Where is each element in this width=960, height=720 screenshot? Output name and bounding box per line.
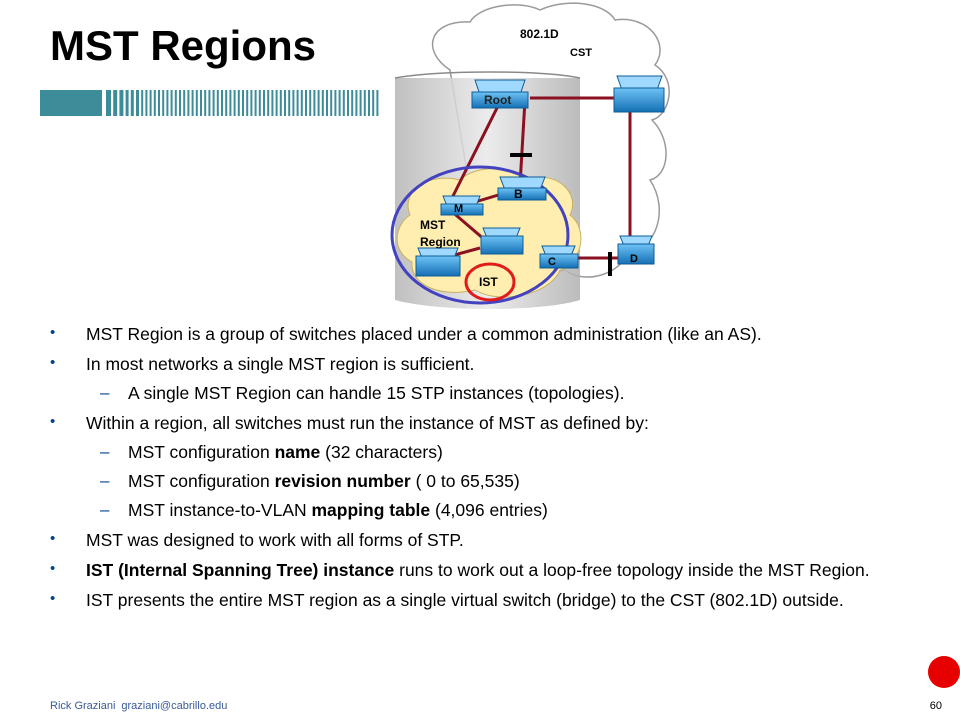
bullet-text: MST configuration: [128, 442, 275, 462]
label-cst: CST: [570, 47, 592, 59]
bullet-dash-icon: –: [100, 471, 110, 490]
mst-region-ring: [390, 165, 570, 305]
bullet-text: IST presents the entire MST region as a …: [86, 590, 844, 610]
switch-c-icon: [539, 245, 579, 269]
bullet-dot-icon: •: [50, 590, 56, 607]
label-m: M: [454, 203, 463, 215]
bullet-dot-icon: •: [50, 413, 56, 430]
bullet-text: MST Region is a group of switches placed…: [86, 324, 762, 344]
bullet-item: • MST Region is a group of switches place…: [48, 323, 928, 345]
bullet-item: –MST configuration name (32 characters): [48, 441, 928, 463]
bullet-text: (4,096 entries): [430, 500, 548, 520]
label-ist: IST: [479, 275, 498, 289]
switch-b-icon: [497, 176, 547, 201]
switch-center-icon: [480, 227, 524, 255]
bullet-text-bold: revision number: [274, 471, 411, 491]
bullet-item: –MST instance-to-VLAN mapping table (4,0…: [48, 499, 928, 521]
bullet-dot-icon: •: [50, 324, 56, 341]
bullet-dash-icon: –: [100, 442, 110, 461]
bullet-text-bold: IST (Internal Spanning Tree) instance: [86, 560, 395, 580]
bullet-item: • IST (Internal Spanning Tree) instance r…: [48, 559, 928, 581]
footer-credit: Rick Graziani graziani@cabrillo.edu: [50, 700, 227, 712]
bullet-text: runs to work out a loop-free topology in…: [394, 560, 870, 580]
bullet-text: Within a region, all switches must run t…: [86, 413, 649, 433]
footer-email: graziani@cabrillo.edu: [121, 700, 228, 712]
decorative-stripe-bar: [40, 90, 379, 116]
label-c: C: [548, 256, 556, 268]
bullet-text: ( 0 to 65,535): [410, 471, 520, 491]
switch-cst-icon: [613, 75, 665, 113]
bullet-text: MST was designed to work with all forms …: [86, 530, 464, 550]
bullet-text: MST configuration: [128, 471, 275, 491]
label-mst: MST: [420, 218, 446, 232]
bullet-list: • MST Region is a group of switches place…: [48, 323, 928, 611]
switch-left-icon: [415, 247, 461, 277]
bullet-text: MST instance-to-VLAN: [128, 500, 312, 520]
label-d: D: [630, 253, 638, 265]
switch-d-icon: [617, 235, 655, 265]
label-region: Region: [420, 235, 461, 249]
switch-root-icon: [471, 79, 529, 109]
bullet-dot-icon: •: [50, 560, 56, 577]
ist-ring: [464, 262, 516, 302]
label-b: B: [514, 187, 523, 201]
bullet-item: –A single MST Region can handle 15 STP i…: [48, 382, 928, 404]
slide-title: MST Regions: [50, 22, 317, 69]
bullet-text-bold: mapping table: [311, 500, 431, 520]
bullet-text: In most networks a single MST region is …: [86, 354, 475, 374]
label-root: Root: [484, 93, 511, 107]
bullet-item: • IST presents the entire MST region as a…: [48, 589, 928, 611]
mst-region-diagram: 802.1D CST Root B M MST Region C D IST: [390, 2, 670, 309]
switch-m-icon: [440, 195, 484, 216]
page-number: 60: [929, 700, 942, 712]
label-802-1d: 802.1D: [520, 27, 559, 41]
bullet-item: • MST was designed to work with all forms…: [48, 529, 928, 551]
red-circle-icon: [928, 656, 960, 688]
bullet-dot-icon: •: [50, 354, 56, 371]
bullet-item: • In most networks a single MST region is…: [48, 353, 928, 375]
bullet-item: • Within a region, all switches must run …: [48, 412, 928, 434]
bullet-item: –MST configuration revision number ( 0 t…: [48, 470, 928, 492]
bullet-dot-icon: •: [50, 530, 56, 547]
bullet-text: A single MST Region can handle 15 STP in…: [128, 383, 625, 403]
bullet-dash-icon: –: [100, 383, 110, 402]
bullet-text: (32 characters): [320, 442, 443, 462]
bullet-dash-icon: –: [100, 500, 110, 519]
bullet-text-bold: name: [274, 442, 321, 462]
footer-author: Rick Graziani: [50, 700, 116, 712]
